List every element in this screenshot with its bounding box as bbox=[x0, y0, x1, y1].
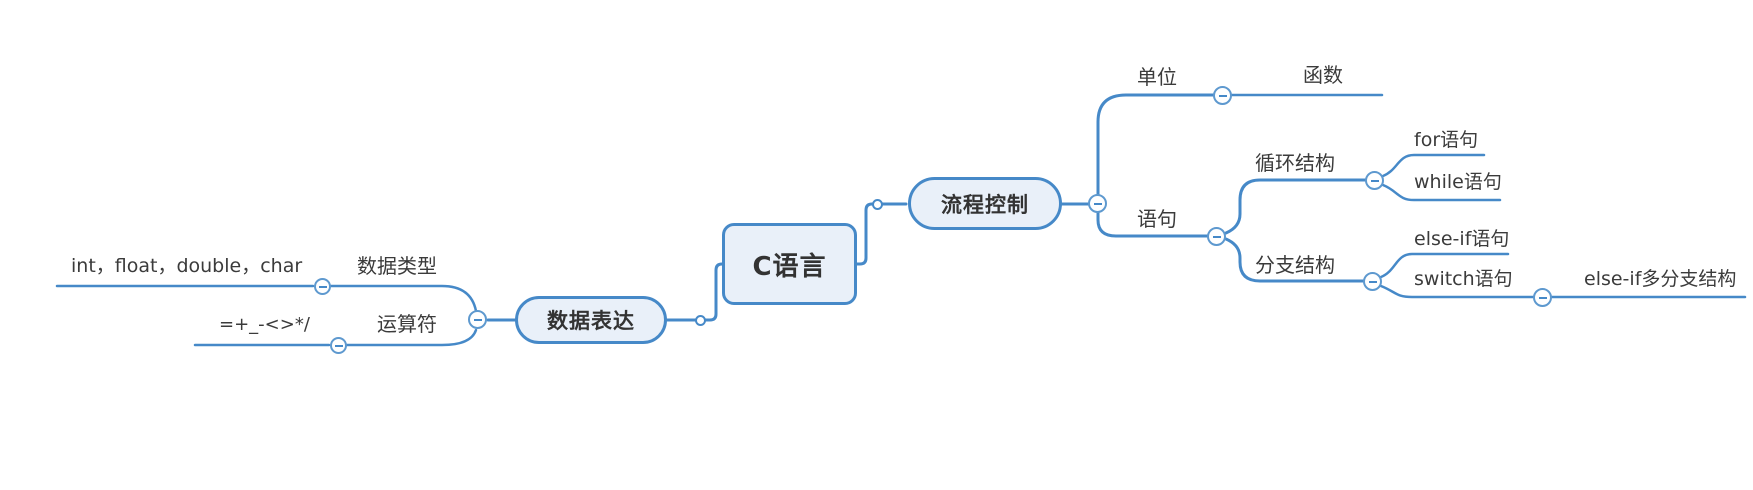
edge-statement-line bbox=[1096, 211, 1210, 238]
edge-datatype-line bbox=[329, 284, 478, 313]
edge-operator-line bbox=[345, 328, 478, 347]
minus-icon bbox=[1538, 296, 1547, 299]
node-operator[interactable]: 运算符 bbox=[377, 312, 437, 336]
collapse-icon-switch[interactable] bbox=[1533, 288, 1552, 307]
node-operator-values[interactable]: =+_-<>*/ bbox=[219, 314, 310, 335]
node-function[interactable]: 函数 bbox=[1303, 63, 1343, 87]
edge-unit-line bbox=[1096, 93, 1216, 197]
collapse-icon-unit[interactable] bbox=[1213, 86, 1232, 105]
node-branch[interactable]: 分支结构 bbox=[1255, 253, 1335, 277]
collapse-icon-branch[interactable] bbox=[1363, 272, 1382, 291]
edge-root-flowctrl bbox=[855, 202, 908, 266]
minus-icon bbox=[1368, 280, 1377, 283]
edge-branch-line bbox=[1224, 237, 1366, 283]
node-while-stmt[interactable]: while语句 bbox=[1414, 171, 1502, 193]
minus-icon bbox=[318, 285, 327, 288]
junction-dot-root-flowctrl[interactable] bbox=[872, 199, 883, 210]
node-data-expr-label: 数据表达 bbox=[547, 309, 635, 333]
node-root-label: C语言 bbox=[752, 251, 827, 282]
node-flow-ctrl[interactable]: 流程控制 bbox=[908, 177, 1062, 230]
collapse-icon-statement[interactable] bbox=[1207, 227, 1226, 246]
node-for-stmt[interactable]: for语句 bbox=[1414, 129, 1479, 151]
edge-loop-line bbox=[1224, 178, 1368, 235]
edge-dataexpr-root bbox=[665, 262, 724, 322]
node-statement[interactable]: 语句 bbox=[1137, 207, 1177, 231]
collapse-icon-operator[interactable] bbox=[330, 337, 347, 354]
edge-for-line bbox=[1381, 153, 1486, 178]
minus-icon bbox=[1212, 235, 1221, 238]
node-switch-stmt[interactable]: switch语句 bbox=[1414, 268, 1513, 290]
minus-icon bbox=[1093, 202, 1102, 205]
node-data-type-values[interactable]: int，float，double，char bbox=[71, 255, 303, 277]
node-unit[interactable]: 单位 bbox=[1137, 65, 1177, 89]
node-root[interactable]: C语言 bbox=[722, 223, 857, 305]
junction-dot-dataexpr-root[interactable] bbox=[695, 315, 706, 326]
minus-icon bbox=[1218, 94, 1227, 97]
edge-switch-line bbox=[1379, 284, 1536, 299]
node-elseif-stmt[interactable]: else-if语句 bbox=[1414, 228, 1510, 250]
collapse-icon-data-expr[interactable] bbox=[468, 310, 487, 329]
minus-icon bbox=[1370, 179, 1379, 182]
node-data-expr[interactable]: 数据表达 bbox=[515, 296, 667, 344]
node-data-type[interactable]: 数据类型 bbox=[357, 254, 437, 278]
edge-while-line bbox=[1381, 183, 1502, 202]
node-flow-ctrl-label: 流程控制 bbox=[941, 192, 1029, 217]
minus-icon bbox=[334, 344, 343, 347]
minus-icon bbox=[473, 318, 482, 321]
collapse-icon-data-type[interactable] bbox=[314, 278, 331, 295]
node-loop[interactable]: 循环结构 bbox=[1255, 151, 1335, 175]
collapse-icon-flow-ctrl[interactable] bbox=[1088, 194, 1107, 213]
edge-elseif-line bbox=[1379, 252, 1510, 279]
node-elseif-multi[interactable]: else-if多分支结构 bbox=[1584, 268, 1737, 290]
collapse-icon-loop[interactable] bbox=[1365, 171, 1384, 190]
